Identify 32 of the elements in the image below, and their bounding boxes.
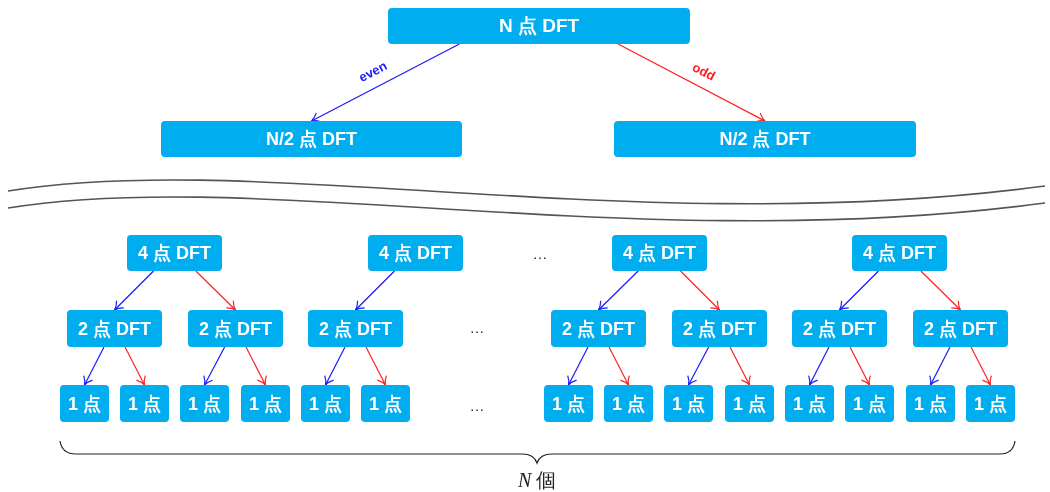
dft-box: 1 点 — [120, 385, 169, 422]
dft-box: 1 点 — [664, 385, 713, 422]
count-label: N 個 — [518, 467, 557, 492]
dft-box: 2 点 DFT — [792, 310, 887, 347]
dft-box: 1 点 — [785, 385, 834, 422]
dft-box: 1 点 — [845, 385, 894, 422]
dft-box: 4 点 DFT — [127, 235, 222, 271]
dft-box: 2 点 DFT — [308, 310, 403, 347]
ellipsis: … — [532, 244, 548, 262]
dft-box: N 点 DFT — [388, 8, 690, 44]
dft-box: 1 点 — [725, 385, 774, 422]
dft-box: 1 点 — [906, 385, 955, 422]
ellipsis: … — [469, 396, 485, 414]
ellipsis: … — [469, 318, 485, 336]
dft-box: 1 点 — [361, 385, 410, 422]
dft-box: 1 点 — [604, 385, 653, 422]
dft-box: N/2 点 DFT — [614, 121, 916, 157]
dft-box: 2 点 DFT — [672, 310, 767, 347]
dft-box: 4 点 DFT — [612, 235, 707, 271]
dft-box: 1 点 — [241, 385, 290, 422]
dft-box: 1 点 — [966, 385, 1015, 422]
dft-box: 1 点 — [180, 385, 229, 422]
dft-box: 4 点 DFT — [368, 235, 463, 271]
dft-box: 1 点 — [60, 385, 109, 422]
dft-box: N/2 点 DFT — [161, 121, 462, 157]
dft-box: 2 点 DFT — [67, 310, 162, 347]
dft-box: 2 点 DFT — [188, 310, 283, 347]
dft-box: 1 点 — [544, 385, 593, 422]
dft-box: 2 点 DFT — [551, 310, 646, 347]
dft-box: 1 点 — [301, 385, 350, 422]
dft-box: 4 点 DFT — [852, 235, 947, 271]
dft-box: 2 点 DFT — [913, 310, 1008, 347]
